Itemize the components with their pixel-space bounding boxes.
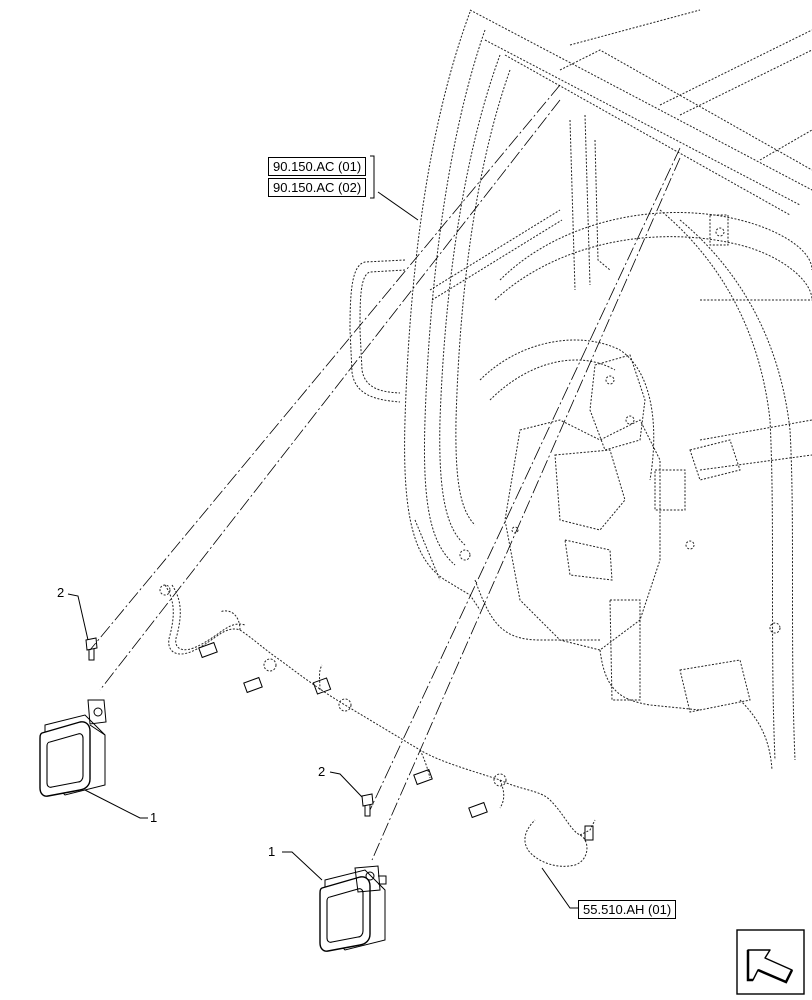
callout-lamp-left: 1 (150, 810, 158, 825)
cab-frame (349, 9, 812, 771)
callout-bolt-right: 2 (318, 764, 326, 779)
bolt-left (85, 637, 98, 661)
bolt-right (361, 793, 374, 817)
ref-brackets (370, 155, 375, 199)
callout-bolt-left: 2 (57, 585, 65, 600)
work-lamp-right (319, 865, 387, 952)
wiring-harness (159, 584, 596, 867)
leader-lines (67, 191, 578, 909)
reference-label-harness[interactable]: 55.510.AH (01) (578, 900, 677, 919)
alignment-lines (89, 84, 681, 861)
reference-label-top-1[interactable]: 90.150.AC (01) (268, 157, 367, 176)
reference-label-top-2[interactable]: 90.150.AC (02) (268, 178, 367, 197)
callout-lamp-right: 1 (268, 844, 276, 859)
work-lamp-left (39, 699, 107, 797)
view-direction-arrow-icon (736, 929, 805, 995)
